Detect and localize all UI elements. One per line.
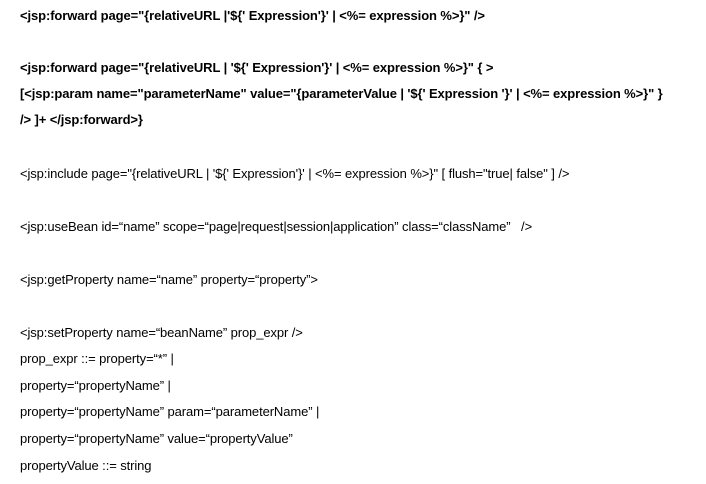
jsp-include-syntax-line: <jsp:include page="{relativeURL | '${' E… <box>20 166 570 181</box>
jsp-forward-with-params-line-3: /> ]+ </jsp:forward>} <box>20 112 143 127</box>
jsp-forward-syntax-line: <jsp:forward page="{relativeURL |'${' Ex… <box>20 8 485 23</box>
jsp-forward-with-params-line-2: [<jsp:param name="parameterName" value="… <box>20 86 663 101</box>
jsp-setproperty-syntax-line-5: property=“propertyName” value=“propertyV… <box>20 431 293 446</box>
jsp-setproperty-syntax-line-4: property=“propertyName” param=“parameter… <box>20 404 320 419</box>
jsp-setproperty-syntax-line-2: prop_expr ::= property=“*” | <box>20 351 174 366</box>
jsp-setproperty-syntax-line-3: property=“propertyName” | <box>20 378 171 393</box>
jsp-setproperty-syntax-line-6: propertyValue ::= string <box>20 458 152 473</box>
jsp-getproperty-syntax-line: <jsp:getProperty name=“name” property=“p… <box>20 272 318 287</box>
jsp-forward-with-params-line-1: <jsp:forward page="{relativeURL | '${' E… <box>20 60 494 75</box>
jsp-usebean-syntax-line: <jsp:useBean id=“name” scope=“page|reque… <box>20 219 533 234</box>
jsp-setproperty-syntax-line-1: <jsp:setProperty name=“beanName” prop_ex… <box>20 325 303 340</box>
